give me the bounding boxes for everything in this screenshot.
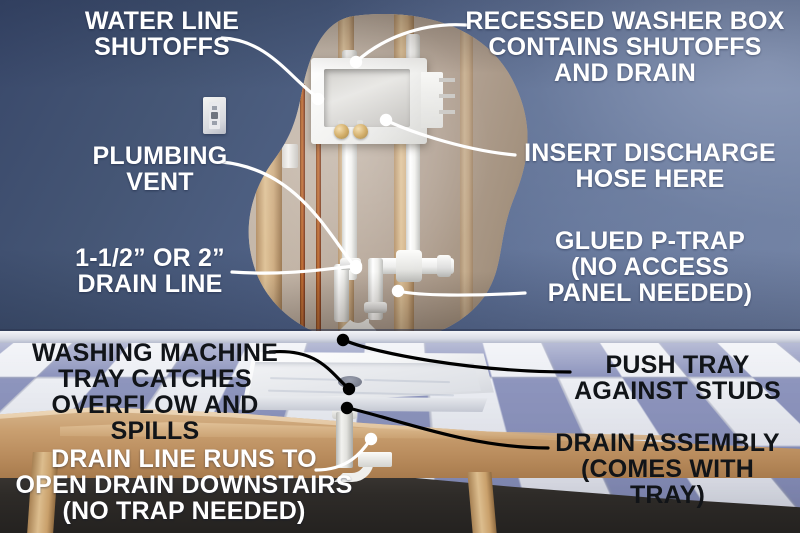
washer-box-nailer bbox=[439, 110, 455, 114]
valve-stem bbox=[357, 120, 363, 127]
callout-label-drain-assembly: DRAIN ASSEMBLY (COMES WITH TRAY) bbox=[555, 429, 780, 509]
wall-stud bbox=[460, 14, 473, 344]
callout-label-insert-discharge-hose: INSERT DISCHARGE HOSE HERE bbox=[524, 139, 776, 193]
callout-label-drain-line-size: 1-1/2” OR 2” DRAIN LINE bbox=[75, 244, 225, 298]
baseboard bbox=[0, 331, 800, 343]
callout-label-washing-machine-tray: WASHING MACHINE TRAY CATCHES OVERFLOW AN… bbox=[31, 339, 279, 445]
p-trap-tee-fitting bbox=[396, 250, 422, 282]
callout-label-recessed-washer-box: RECESSED WASHER BOX CONTAINS SHUTOFFS AN… bbox=[465, 7, 785, 87]
callout-label-water-line-shutoffs: WATER LINE SHUTOFFS bbox=[84, 7, 240, 61]
tray-drain-outlet bbox=[358, 452, 392, 467]
tray-drain-hole bbox=[338, 376, 362, 388]
gfci-outlet bbox=[203, 97, 226, 134]
hot-shutoff-valve bbox=[334, 124, 349, 139]
callout-label-push-tray-against-studs: PUSH TRAY AGAINST STUDS bbox=[574, 351, 781, 405]
wall-floor-seam bbox=[0, 329, 800, 332]
callout-label-plumbing-vent: PLUMBING VENT bbox=[92, 142, 228, 196]
valve-stem bbox=[338, 120, 344, 127]
pipe-coupling bbox=[364, 302, 387, 313]
callout-label-drain-downstairs: DRAIN LINE RUNS TO OPEN DRAIN DOWNSTAIRS… bbox=[15, 445, 353, 525]
washer-box-nailer bbox=[439, 94, 455, 98]
washer-box-flange bbox=[421, 72, 443, 128]
pipe-coupling bbox=[437, 255, 451, 277]
washer-box-nailer bbox=[439, 78, 455, 82]
washer-box-recess bbox=[324, 69, 410, 127]
callout-label-glued-p-trap: GLUED P-TRAP (NO ACCESS PANEL NEEDED) bbox=[547, 227, 753, 307]
cold-shutoff-valve bbox=[353, 124, 368, 139]
